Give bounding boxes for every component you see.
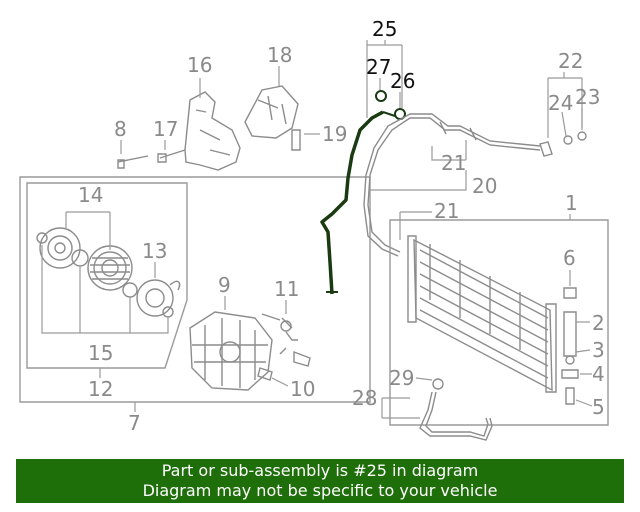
leader-29	[415, 377, 433, 381]
callout-21a: 21	[441, 151, 466, 175]
callout-3: 3	[592, 338, 605, 362]
field-coil	[136, 279, 181, 317]
callout-29: 29	[389, 366, 414, 390]
callout-9: 9	[218, 273, 231, 297]
leader-22	[547, 72, 583, 138]
callout-22: 22	[558, 49, 583, 73]
callout-2: 2	[592, 311, 605, 335]
suction-hose	[367, 117, 541, 253]
bolt-5	[565, 387, 575, 405]
coil-ring	[162, 306, 174, 318]
highlighted-hose	[320, 110, 384, 295]
callout-6: 6	[563, 246, 576, 270]
oring-3	[565, 355, 575, 365]
callout-13: 13	[142, 239, 167, 263]
pulley	[87, 245, 133, 291]
leader-14	[65, 211, 111, 250]
callout-15: 15	[88, 341, 113, 365]
leader-20	[370, 170, 467, 191]
outer-box-7	[19, 176, 371, 403]
leader-15	[41, 245, 169, 334]
leader-24	[561, 111, 567, 137]
callout-7: 7	[128, 411, 141, 435]
callout-18: 18	[267, 43, 292, 67]
callout-27: 27	[366, 55, 391, 79]
relief-valve-10	[257, 367, 273, 381]
callout-23: 23	[575, 85, 600, 109]
pulley-snap-ring	[122, 282, 138, 298]
condenser-core	[407, 235, 557, 393]
shim-ring	[36, 232, 48, 244]
callout-28: 28	[352, 386, 377, 410]
callout-17: 17	[153, 117, 178, 141]
callout-26: 26	[390, 69, 415, 93]
callout-8: 8	[114, 117, 127, 141]
clutch-plate	[39, 227, 81, 269]
callout-11: 11	[274, 277, 299, 301]
suction-line-group	[363, 72, 587, 257]
leader-3	[575, 349, 591, 353]
callout-14: 14	[78, 183, 103, 207]
leader-21a	[431, 140, 467, 161]
bracket-group	[117, 66, 320, 171]
callout-12: 12	[88, 377, 113, 401]
discharge-line-25	[320, 40, 406, 295]
leader-5	[575, 399, 593, 407]
receiver-drier-2	[563, 311, 577, 357]
bracket-16	[184, 91, 241, 171]
bolt-17	[157, 149, 186, 163]
callout-20: 20	[472, 174, 497, 198]
callout-1: 1	[565, 191, 578, 215]
valve-11	[261, 313, 311, 367]
oring-27	[375, 90, 387, 102]
info-banner: Part or sub-assembly is #25 in diagram D…	[16, 459, 624, 503]
cap-6	[563, 287, 577, 299]
leader-21b	[399, 211, 432, 240]
bolt-8	[117, 155, 149, 169]
leader-10	[271, 377, 289, 387]
inner-box-12	[26, 182, 188, 369]
leader-28	[381, 397, 420, 419]
callout-16: 16	[187, 53, 212, 77]
callout-4: 4	[592, 362, 605, 386]
liquid-pipe	[419, 391, 493, 441]
compressor	[189, 311, 273, 391]
callout-10: 10	[290, 377, 315, 401]
callout-25: 25	[372, 17, 397, 41]
leader-25	[366, 40, 403, 118]
banner-line-1: Part or sub-assembly is #25 in diagram	[161, 461, 479, 480]
callout-24: 24	[548, 91, 573, 115]
bolt-19	[291, 129, 301, 151]
bracket-18	[244, 85, 299, 139]
banner-line-2: Diagram may not be specific to your vehi…	[142, 481, 498, 500]
liquid-line-group	[381, 377, 493, 441]
compressor-group	[19, 176, 371, 412]
callout-19: 19	[322, 122, 347, 146]
condenser-group	[389, 214, 609, 426]
callout-5: 5	[592, 395, 605, 419]
box-1	[389, 219, 609, 426]
plug-4	[561, 369, 579, 379]
callout-21b: 21	[434, 199, 459, 223]
